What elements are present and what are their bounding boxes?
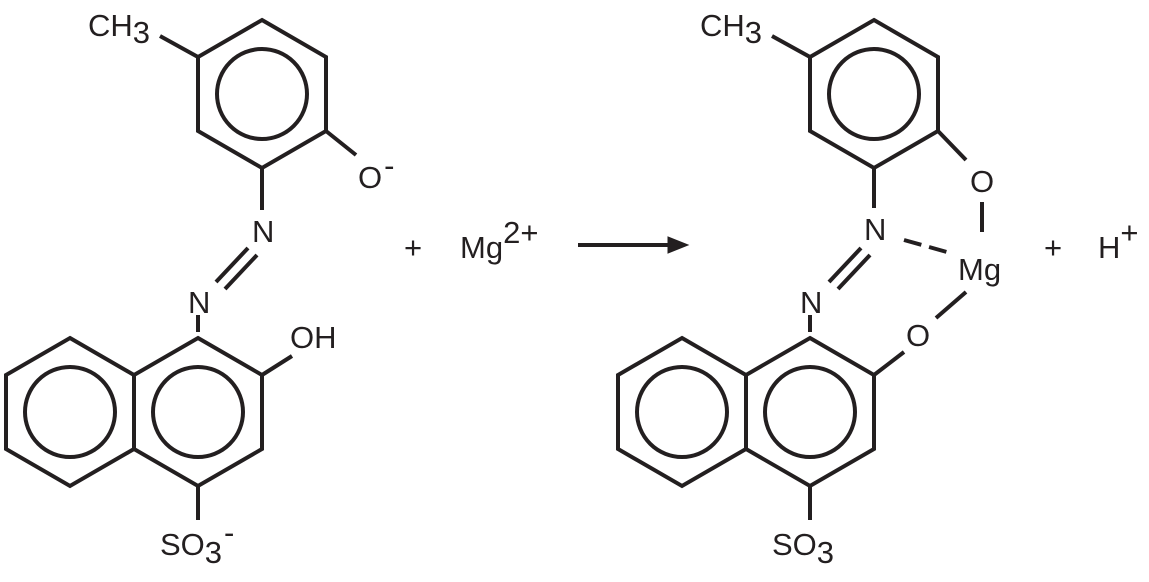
product-phenol-o-bond [936, 129, 968, 162]
product-naphthol-o-label: O [906, 318, 930, 353]
plus-sign-2: + [1044, 230, 1062, 265]
reactant-azo-upper-n: N [252, 214, 274, 249]
product-azo-double-bond-b [836, 253, 872, 291]
reactant-naphthalene-right-circle [151, 365, 245, 459]
reactant-phenoxide-bond [324, 129, 358, 157]
reactant-azo-double-bond-a [214, 246, 250, 284]
proton-label: H+ [1098, 215, 1139, 265]
product-azo-double-bond-a [827, 246, 863, 284]
reactant-azo-double-bond-b [223, 253, 259, 291]
product-methyl-label: CH3 [700, 8, 762, 50]
reactant-phenoxide-label: O- [358, 148, 394, 195]
product-phenol-aromatic-circle [827, 47, 921, 141]
magnesium-ion-label: Mg2+ [460, 215, 538, 265]
product-azo-lower-n: N [800, 285, 822, 320]
product-naphthalene-left-circle [635, 365, 729, 459]
reactant-azo-lower-n: N [188, 285, 210, 320]
product-sulfonate-label: SO3 [772, 527, 834, 570]
product-naphthalene-right-circle [763, 365, 857, 459]
reactant-sulfonate-label: SO3- [160, 515, 234, 570]
reactant-methyl-bond [159, 34, 199, 59]
reactant-hydroxyl-bond [260, 354, 294, 377]
reactant-molecule: CH3 O- N N OH SO3- [4, 8, 394, 570]
reactant-phenol-aromatic-circle [215, 47, 309, 141]
reactant-methyl-label: CH3 [88, 8, 150, 50]
product-complex: CH3 O N N Mg O SO3 [616, 8, 1001, 570]
product-naphthol-o-bond [872, 350, 906, 377]
product-methyl-bond [771, 34, 811, 59]
reaction-arrow-head [667, 236, 690, 254]
reactant-naphthalene-left-circle [23, 365, 117, 459]
plus-sign-1: + [404, 230, 422, 265]
product-mg-o-bond [934, 290, 968, 320]
product-n-mg-dative-bond [903, 238, 955, 256]
reactant-hydroxyl-label: OH [290, 320, 337, 355]
reaction-arrow [578, 236, 690, 254]
product-phenol-o-label: O [970, 164, 994, 199]
product-azo-upper-n: N [864, 212, 886, 247]
product-magnesium-label: Mg [958, 252, 1001, 287]
